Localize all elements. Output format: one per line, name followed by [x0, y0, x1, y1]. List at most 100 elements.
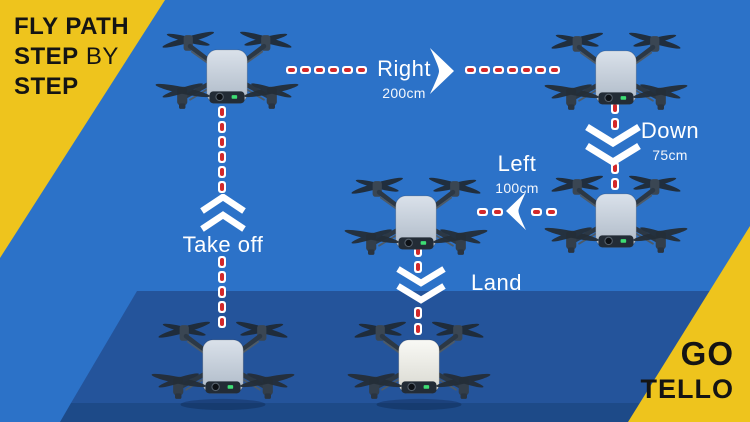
path-dash-red-core [613, 104, 617, 112]
drone-left-end [344, 177, 488, 255]
path-dash-red-core [613, 180, 617, 188]
path-dash [492, 66, 504, 74]
path-dash-red-core [547, 210, 555, 214]
chevron-right-icon [430, 48, 454, 94]
path-dash [414, 261, 422, 273]
drone-start-on-table [151, 321, 295, 410]
path-dash [534, 66, 546, 74]
step-distance-text: 75cm [652, 147, 688, 163]
step-label-land: Land [471, 272, 522, 294]
path-dash-red-core [220, 168, 224, 176]
path-dash [611, 162, 619, 174]
tello-label: TELLO [640, 374, 734, 404]
path-dash-red-core [550, 68, 558, 72]
path-dash-red-core [522, 68, 530, 72]
step-label-text: Take off [182, 232, 264, 257]
path-dash [218, 286, 226, 298]
path-dash-red-core [480, 68, 488, 72]
step-label-text: Land [471, 270, 522, 295]
path-dash-red-core [220, 273, 224, 281]
path-dash [218, 166, 226, 178]
banner-line-3: STEP [14, 73, 79, 100]
go-label: GO [680, 335, 734, 372]
path-dash [285, 66, 297, 74]
step-distance-text: 200cm [382, 85, 426, 101]
path-dash-red-core [494, 68, 502, 72]
path-dash [611, 102, 619, 114]
path-dash [414, 245, 422, 257]
step-label-text: Down [640, 118, 700, 143]
path-dash [520, 66, 532, 74]
path-dash-red-core [220, 288, 224, 296]
path-dash-red-core [220, 108, 224, 116]
chevron-up-icon [200, 194, 246, 232]
path-dash-red-core [416, 263, 420, 271]
path-dash-red-core [315, 68, 323, 72]
path-dash-red-core [220, 138, 224, 146]
path-dash [548, 66, 560, 74]
path-dash [414, 323, 422, 335]
chevron-land-icon [396, 266, 446, 304]
step-label-takeoff: Take off [183, 234, 264, 256]
step-label-text: Left [497, 151, 537, 176]
top-left-banner-text: FLY PATH STEP BY STEP [14, 12, 129, 102]
path-dash [414, 307, 422, 319]
banner-line-1: FLY PATH [14, 13, 130, 40]
path-dash [611, 178, 619, 190]
step-distance-text: 100cm [495, 180, 539, 196]
path-dash [218, 136, 226, 148]
step-label-down: Down 75cm [640, 118, 700, 163]
path-dash-red-core [343, 68, 351, 72]
path-dash-red-core [220, 123, 224, 131]
path-dash [218, 106, 226, 118]
path-dash [506, 66, 518, 74]
path-dash [545, 208, 557, 216]
path-dash-red-core [613, 120, 617, 128]
path-dash-red-core [478, 210, 486, 214]
chevron-down-icon [585, 124, 641, 166]
path-dash [341, 66, 353, 74]
step-label-right: Right 200cm [377, 56, 431, 101]
path-dash-red-core [532, 210, 540, 214]
path-dash-red-core [493, 210, 501, 214]
path-dash [218, 256, 226, 268]
path-dash-red-core [301, 68, 309, 72]
path-dash-red-core [508, 68, 516, 72]
drone-down-end [544, 175, 688, 253]
drone-takeoff-hover [155, 31, 299, 109]
path-dash-red-core [287, 68, 295, 72]
path-dash [218, 301, 226, 313]
step-label-left: Left 100cm [495, 151, 539, 196]
path-dash [313, 66, 325, 74]
path-dash-red-core [613, 164, 617, 172]
path-dash-red-core [220, 258, 224, 266]
path-dash [218, 151, 226, 163]
path-dash [355, 66, 367, 74]
path-dash [299, 66, 311, 74]
path-dash-red-core [416, 309, 420, 317]
path-dash-red-core [357, 68, 365, 72]
path-dash-red-core [220, 303, 224, 311]
drone-right-end [544, 32, 688, 110]
path-dash-red-core [416, 247, 420, 255]
path-dash [611, 118, 619, 130]
path-dash-red-core [220, 153, 224, 161]
path-dash-red-core [466, 68, 474, 72]
path-dash [464, 66, 476, 74]
path-dash-red-core [416, 325, 420, 333]
drone-landed-on-table [347, 321, 491, 410]
path-dash-red-core [329, 68, 337, 72]
go-tello-text: GO TELLO [641, 334, 735, 404]
chevron-left-icon [506, 191, 526, 231]
path-dash [218, 271, 226, 283]
path-dash [476, 208, 488, 216]
path-dash [218, 316, 226, 328]
path-dash [530, 208, 542, 216]
step-label-text: Right [377, 56, 431, 81]
path-dash-red-core [536, 68, 544, 72]
path-dash-red-core [220, 183, 224, 191]
path-dash [218, 181, 226, 193]
path-dash [218, 121, 226, 133]
